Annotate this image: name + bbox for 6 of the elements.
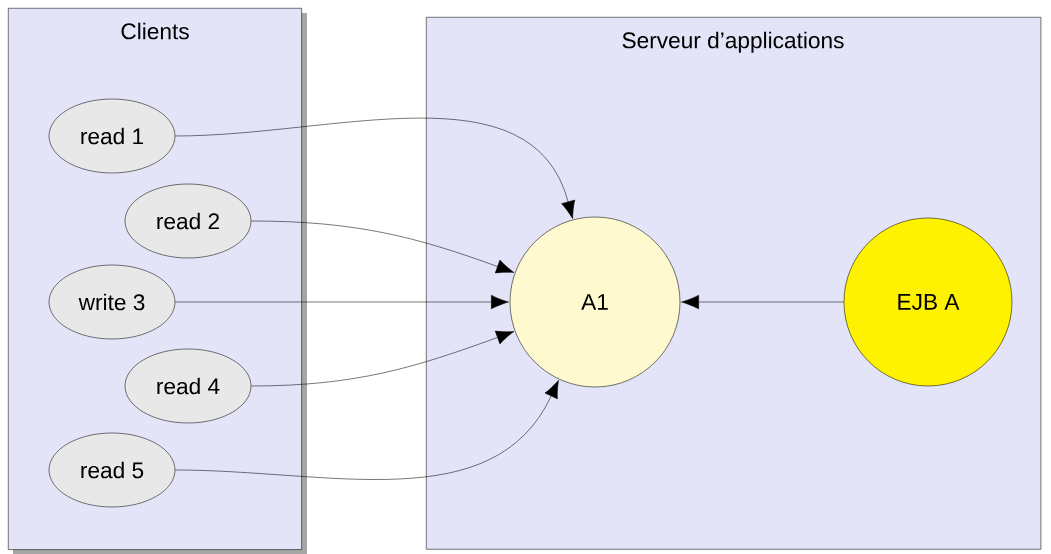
arrow (251, 330, 515, 387)
arrow (175, 117, 576, 219)
arrow (175, 379, 559, 480)
arrow (251, 220, 515, 274)
arrow (681, 294, 844, 310)
arrow (175, 294, 509, 310)
